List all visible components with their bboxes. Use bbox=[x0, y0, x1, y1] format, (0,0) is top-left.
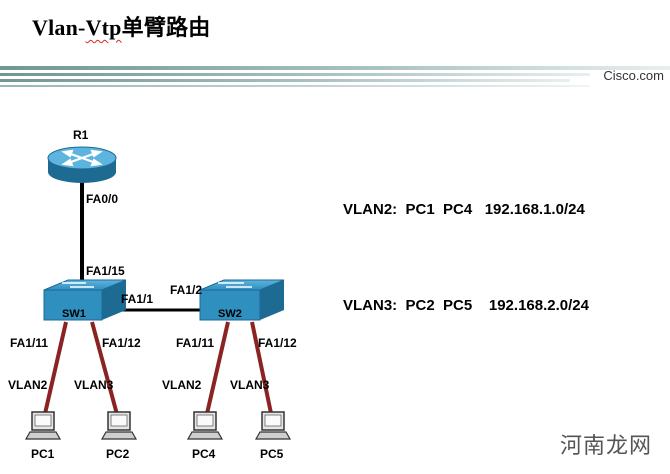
link-sw1-pc1 bbox=[42, 321, 68, 419]
sw1-label: SW1 bbox=[62, 308, 86, 320]
pc2-label: PC2 bbox=[106, 447, 130, 461]
pc4-icon bbox=[186, 411, 224, 440]
port-label-sw1-fa111: FA1/11 bbox=[10, 336, 49, 350]
link-sw2-pc5 bbox=[250, 321, 274, 419]
switch-sw2-icon bbox=[199, 279, 285, 321]
pc5-icon bbox=[254, 411, 292, 440]
port-label-sw2-fa12: FA1/2 bbox=[170, 283, 203, 297]
sw2-label: SW2 bbox=[218, 308, 242, 320]
port-label-sw2-fa111: FA1/11 bbox=[176, 336, 215, 350]
router-icon bbox=[47, 146, 117, 183]
vlan-label-pc2: VLAN3 bbox=[74, 378, 114, 392]
pc4-label: PC4 bbox=[192, 447, 216, 461]
watermark: 河南龙网 bbox=[559, 434, 652, 459]
header-banner bbox=[0, 66, 670, 87]
link-sw2-pc4 bbox=[204, 321, 230, 419]
router-label: R1 bbox=[73, 128, 89, 142]
page-title: Vlan-Vtp单臂路由 bbox=[32, 15, 211, 40]
title-vtp: Vtp bbox=[85, 15, 122, 40]
vlan-label-pc4: VLAN2 bbox=[162, 378, 202, 392]
vlan-label-pc1: VLAN2 bbox=[8, 378, 48, 392]
pc2-icon bbox=[100, 411, 138, 440]
brand-label: Cisco.com bbox=[603, 68, 664, 83]
port-label-sw1-fa11: FA1/1 bbox=[121, 292, 154, 306]
port-label-sw1-fa112: FA1/12 bbox=[102, 336, 141, 350]
pc5-label: PC5 bbox=[260, 447, 284, 461]
port-label-sw2-fa112: FA1/12 bbox=[258, 336, 297, 350]
vlan-info-line-2: VLAN3: PC2 PC5 192.168.2.0/24 bbox=[343, 297, 589, 314]
link-sw1-pc2 bbox=[90, 321, 120, 419]
pc1-icon bbox=[24, 411, 62, 440]
vlan-label-pc5: VLAN3 bbox=[230, 378, 270, 392]
pc1-label: PC1 bbox=[31, 447, 55, 461]
vlan-info: VLAN2: PC1 PC4 192.168.1.0/24 VLAN3: PC2… bbox=[343, 130, 589, 354]
vlan-info-line-1: VLAN2: PC1 PC4 192.168.1.0/24 bbox=[343, 201, 585, 218]
port-label-sw1-fa115: FA1/15 bbox=[86, 264, 125, 278]
port-label-r1-fa00: FA0/0 bbox=[86, 192, 119, 206]
switch-sw1-icon bbox=[43, 279, 127, 321]
